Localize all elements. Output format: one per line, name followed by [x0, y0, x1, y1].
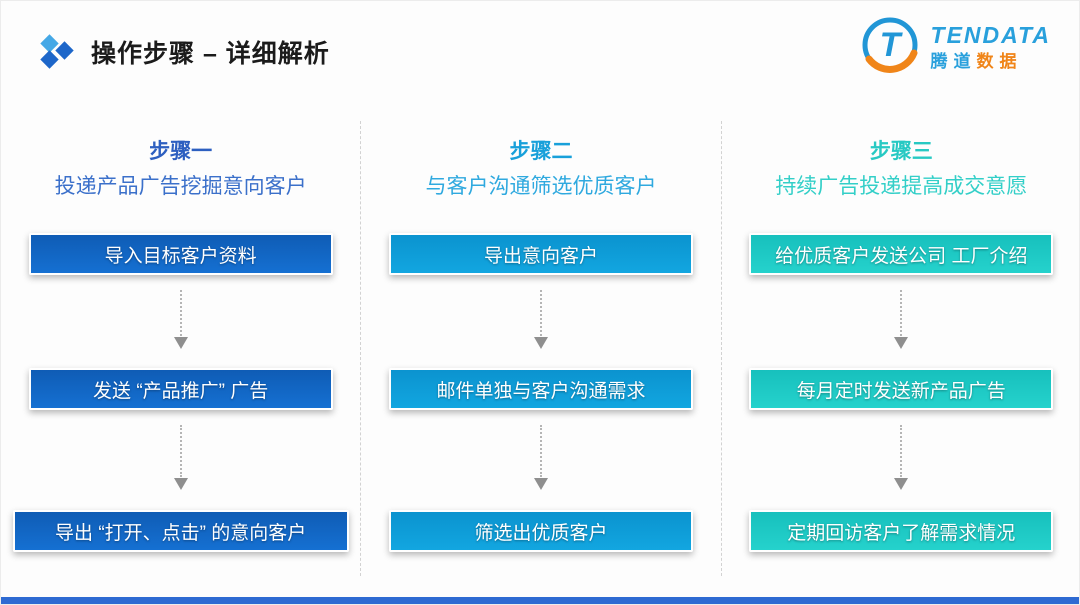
logo-wordmark-cn: 腾道数据	[931, 53, 1023, 70]
step-subtitle: 与客户沟通筛选优质客户	[425, 175, 657, 198]
tendata-logo: T TENDATA 腾道数据	[859, 15, 1051, 79]
flow-box: 导出 “打开、点击” 的意向客户	[12, 510, 349, 552]
diamond-bullet-icon	[40, 34, 75, 69]
arrow-down-icon	[533, 275, 548, 368]
step-title: 步骤三	[869, 140, 933, 163]
logo-wordmark: TENDATA 腾道数据	[930, 22, 1051, 71]
svg-text:T: T	[879, 26, 903, 64]
footer-accent-bar	[1, 597, 1079, 604]
step-title: 步骤二	[509, 140, 573, 163]
arrow-down-icon	[533, 410, 548, 510]
step-subtitle: 持续广告投递提高成交意愿	[775, 175, 1028, 198]
step-column-2: 步骤二 与客户沟通筛选优质客户 导出意向客户 邮件单独与客户沟通需求 筛选出优质…	[361, 121, 722, 576]
arrow-down-icon	[173, 275, 188, 368]
logo-cn-orange: 数据	[976, 52, 1023, 71]
steps-area: 步骤一 投递产品广告挖掘意向客户 导入目标客户资料 发送 “产品推广” 广告 导…	[1, 121, 1080, 576]
flow-box: 筛选出优质客户	[388, 510, 693, 552]
logo-cn-blue: 腾道	[930, 52, 977, 71]
arrow-down-icon	[894, 275, 909, 368]
tendata-logo-icon: T	[862, 17, 918, 73]
flow-box: 发送 “产品推广” 广告	[28, 368, 333, 410]
flow-box: 每月定时发送新产品广告	[749, 368, 1054, 410]
step-column-1: 步骤一 投递产品广告挖掘意向客户 导入目标客户资料 发送 “产品推广” 广告 导…	[1, 121, 362, 576]
step-column-3: 步骤三 持续广告投递提高成交意愿 给优质客户发送公司 工厂介绍 每月定时发送新产…	[722, 121, 1080, 576]
flow-box: 邮件单独与客户沟通需求	[388, 368, 693, 410]
flow-box: 导出意向客户	[388, 233, 693, 275]
flow-box: 导入目标客户资料	[28, 233, 333, 275]
arrow-down-icon	[173, 410, 188, 510]
logo-wordmark-en: TENDATA	[930, 22, 1051, 48]
title-block: 操作步骤 – 详细解析	[40, 34, 330, 70]
flow-box: 定期回访客户了解需求情况	[749, 510, 1054, 552]
step-title: 步骤一	[149, 140, 213, 163]
arrow-down-icon	[894, 410, 909, 510]
flow-box: 给优质客户发送公司 工厂介绍	[749, 233, 1054, 275]
slide-header: 操作步骤 – 详细解析 T TENDATA 腾道数据	[1, 1, 1079, 101]
step-subtitle: 投递产品广告挖掘意向客户	[54, 175, 307, 198]
page-title: 操作步骤 – 详细解析	[91, 40, 330, 68]
